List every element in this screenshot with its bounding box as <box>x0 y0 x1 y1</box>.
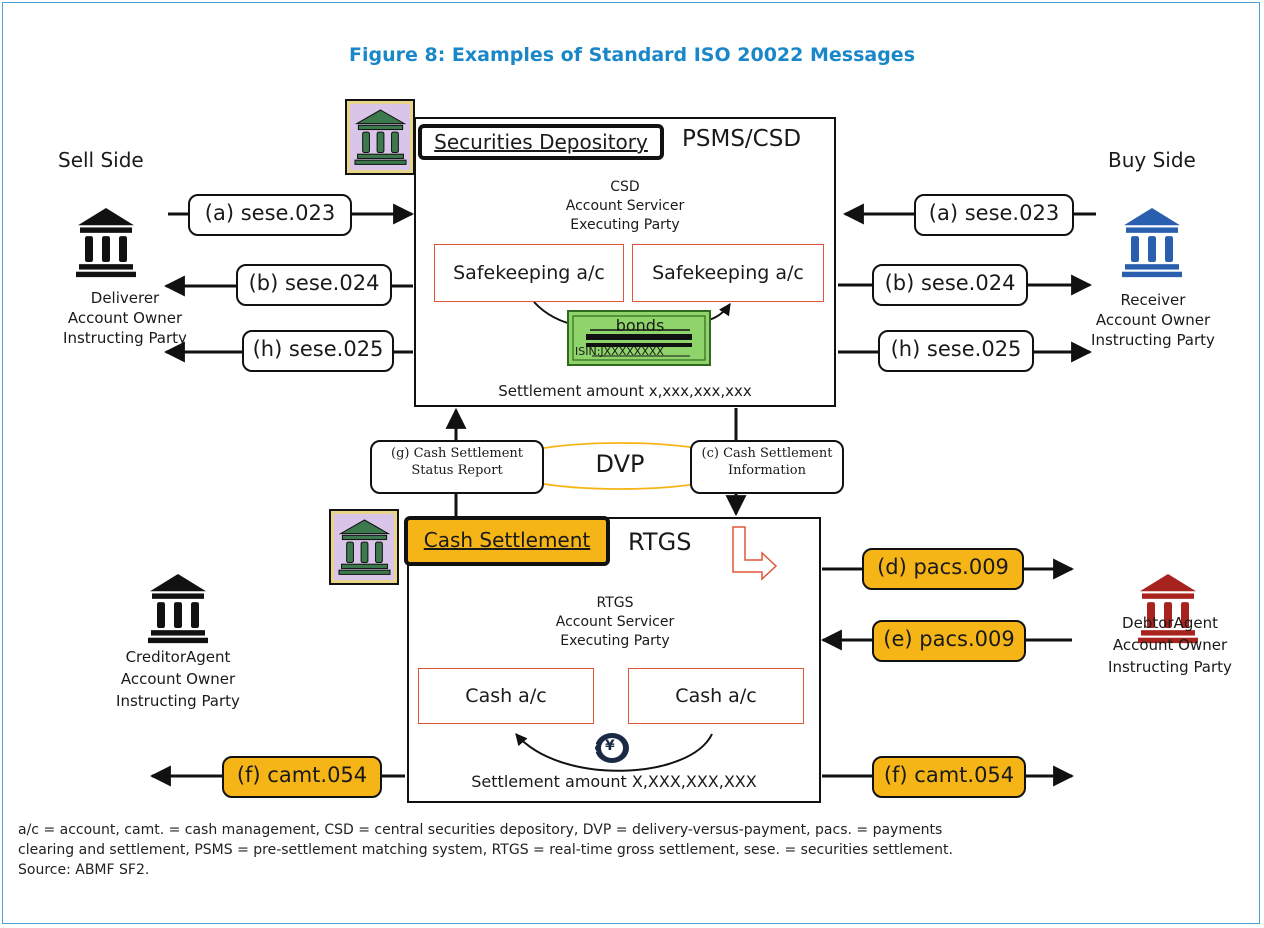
debtor-msg-d: (d) pacs.009 <box>862 548 1024 590</box>
sell-msg-b: (b) sese.024 <box>236 264 392 306</box>
buy-side-heading: Buy Side <box>1108 148 1196 172</box>
creditor-msg-f: (f) camt.054 <box>222 756 382 798</box>
csd-role-line-3: Executing Party <box>570 217 680 233</box>
buy-msg-b: (b) sese.024 <box>872 264 1028 306</box>
rtgs-bank-clipart-icon <box>329 509 399 585</box>
deliverer-line-2: Account Owner <box>67 309 183 327</box>
figure-title: Figure 8: Examples of Standard ISO 20022… <box>348 44 916 66</box>
sell-msg-h: (h) sese.025 <box>242 330 394 372</box>
creditor-party-label: CreditorAgent Account Owner Instructing … <box>98 646 258 712</box>
rtgs-settlement-amount: Settlement amount X,XXX,XXX,XXX <box>471 772 757 791</box>
link-label-c-line-1: (c) Cash Settlement <box>701 446 833 461</box>
debtor-msg-e: (e) pacs.009 <box>872 620 1026 662</box>
deliverer-bank-icon <box>76 208 136 278</box>
rtgs-role-label: RTGS Account Servicer Executing Party <box>505 594 725 651</box>
rtgs-header-label: Cash Settlement <box>404 516 610 566</box>
link-label-g-line-2: Status Report <box>411 463 503 478</box>
bond-label: bonds <box>615 316 665 335</box>
yen-symbol: ¥ <box>605 738 615 754</box>
buy-msg-h: (h) sese.025 <box>878 330 1034 372</box>
receiver-line-2: Account Owner <box>1095 311 1211 329</box>
debtor-party-label: DebtorAgent Account Owner Instructing Pa… <box>1090 612 1250 678</box>
footnote-source: Source: ABMF SF2. <box>18 862 150 878</box>
creditor-line-2: Account Owner <box>120 670 236 688</box>
sell-msg-a: (a) sese.023 <box>188 194 352 236</box>
rtgs-role-line-1: RTGS <box>596 595 634 611</box>
link-label-c: (c) Cash Settlement Information <box>690 440 844 494</box>
csd-role-line-2: Account Servicer <box>565 198 685 214</box>
csd-header-text: Securities Depository <box>434 130 648 154</box>
csd-role-label: CSD Account Servicer Executing Party <box>515 178 735 235</box>
yen-coin-icon <box>591 733 629 763</box>
rtgs-system-label: RTGS <box>628 528 692 556</box>
link-label-c-line-2: Information <box>727 463 807 478</box>
footnote-line-1: a/c = account, camt. = cash management, … <box>18 822 943 838</box>
deliverer-party-label: Deliverer Account Owner Instructing Part… <box>50 288 200 348</box>
turn-arrow-icon <box>732 526 778 581</box>
bond-certificate-icon <box>567 310 711 366</box>
rtgs-role-line-3: Executing Party <box>560 633 670 649</box>
rtgs-account-right: Cash a/c <box>628 668 804 724</box>
csd-system-label: PSMS/CSD <box>682 126 802 152</box>
sell-side-heading: Sell Side <box>58 148 144 172</box>
footnote-line-2: clearing and settlement, PSMS = pre-sett… <box>18 842 953 858</box>
csd-account-right: Safekeeping a/c <box>632 244 824 302</box>
csd-role-line-1: CSD <box>610 179 640 195</box>
receiver-party-label: Receiver Account Owner Instructing Party <box>1078 290 1228 350</box>
dvp-label: DVP <box>595 450 645 478</box>
csd-header-label: Securities Depository <box>418 124 664 160</box>
footnote: a/c = account, camt. = cash management, … <box>18 820 1248 880</box>
link-label-g-line-1: (g) Cash Settlement <box>391 446 523 461</box>
cash-flow-curve <box>515 733 713 772</box>
deliverer-line-3: Instructing Party <box>63 329 187 347</box>
creditor-line-3: Instructing Party <box>116 692 240 710</box>
csd-settlement-amount: Settlement amount x,xxx,xxx,xxx <box>498 382 752 400</box>
rtgs-account-left: Cash a/c <box>418 668 594 724</box>
receiver-line-1: Receiver <box>1120 291 1186 309</box>
deliverer-line-1: Deliverer <box>90 289 160 307</box>
creditor-bank-icon <box>148 574 208 644</box>
buy-msg-a: (a) sese.023 <box>914 194 1074 236</box>
rtgs-header-text: Cash Settlement <box>423 528 591 552</box>
bond-isin: ISIN:JXXXXXXXX <box>575 345 664 358</box>
creditor-line-1: CreditorAgent <box>125 648 231 666</box>
csd-bank-clipart-icon <box>345 99 415 175</box>
debtor-line-2: Account Owner <box>1112 636 1228 654</box>
receiver-bank-icon <box>1122 208 1182 278</box>
csd-account-left: Safekeeping a/c <box>434 244 624 302</box>
link-label-g: (g) Cash Settlement Status Report <box>370 440 544 494</box>
debtor-line-1: DebtorAgent <box>1122 614 1218 632</box>
debtor-line-3: Instructing Party <box>1108 658 1232 676</box>
receiver-line-3: Instructing Party <box>1091 331 1215 349</box>
rtgs-role-line-2: Account Servicer <box>555 614 675 630</box>
debtor-msg-f: (f) camt.054 <box>872 756 1026 798</box>
